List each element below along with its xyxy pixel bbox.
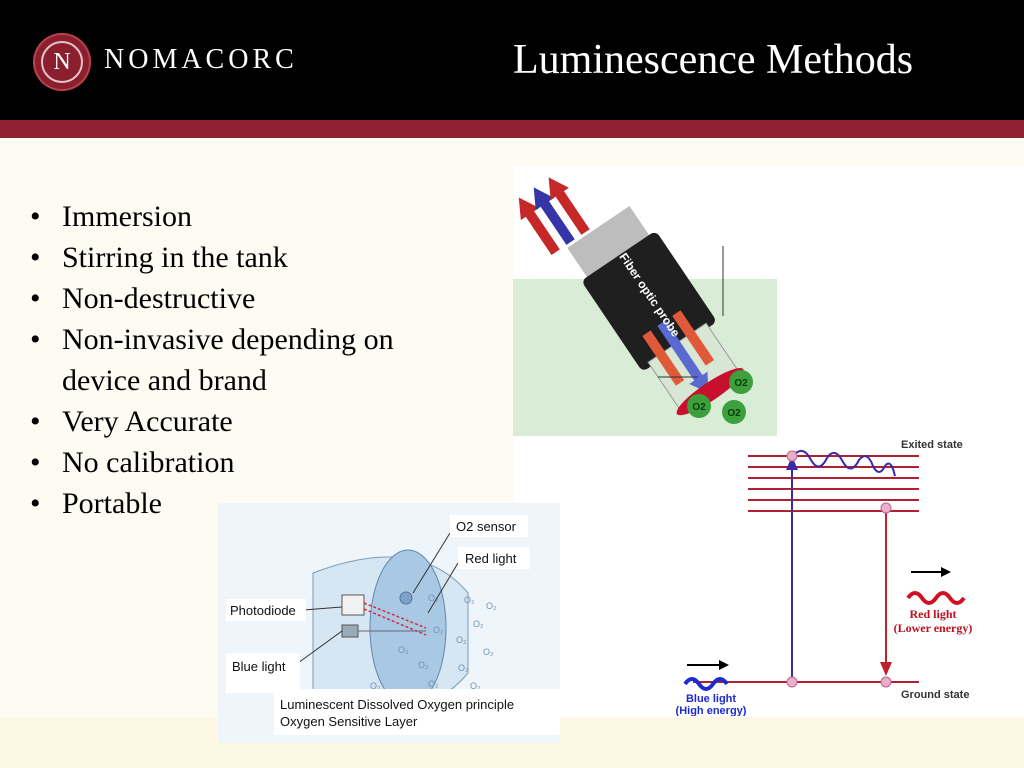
svg-text:O₂: O₂	[483, 647, 494, 657]
bullet-item: Portable	[30, 483, 470, 524]
logo-wordmark: NOMACORC	[104, 44, 298, 75]
nomacorc-logo-icon: N	[33, 33, 91, 91]
bullet-item: Stirring in the tank	[30, 237, 470, 278]
bullet-list: Immersion Stirring in the tank Non-destr…	[30, 196, 470, 524]
o2-label-1: O2	[734, 378, 748, 389]
svg-text:O₂: O₂	[370, 681, 381, 691]
slide-title: Luminescence Methods	[513, 37, 914, 83]
o2-label-2: O2	[692, 402, 706, 413]
svg-text:O₂: O₂	[458, 663, 469, 673]
excited-state-label: Exited state	[901, 439, 963, 451]
fiber-probe-svg: Fiber optic probe O2 O2 O2	[513, 166, 777, 436]
fiber-probe-figure: Fiber optic probe O2 O2 O2	[513, 166, 777, 436]
bullet-item: Very Accurate	[30, 401, 470, 442]
bullet-item: No calibration	[30, 442, 470, 483]
blue-light-sub-label: (High energy)	[676, 705, 747, 716]
o2-sensor-label: O2 sensor	[456, 519, 517, 534]
bullet-item: Immersion	[30, 196, 470, 237]
sensor-caption-line1: Luminescent Dissolved Oxygen principle	[280, 697, 514, 712]
sensor-red-light-label: Red light	[465, 551, 517, 566]
svg-text:O₂: O₂	[428, 593, 439, 603]
photodiode-label: Photodiode	[230, 603, 296, 618]
svg-text:O₂: O₂	[473, 619, 484, 629]
svg-text:O₂: O₂	[464, 595, 475, 605]
red-light-sub-label: (Lower energy)	[894, 621, 973, 635]
red-light-label: Red light	[909, 607, 956, 621]
accent-bar	[0, 120, 1024, 138]
svg-text:O₂: O₂	[433, 625, 444, 635]
ground-state-label: Ground state	[901, 689, 969, 701]
svg-text:O₂: O₂	[456, 635, 467, 645]
blue-light-label: Blue light	[686, 693, 736, 705]
o2-label-3: O2	[727, 408, 741, 419]
sensor-blue-light-label: Blue light	[232, 659, 286, 674]
svg-text:O₂: O₂	[418, 660, 429, 670]
bullet-item: Non-destructive	[30, 278, 470, 319]
svg-text:O₂: O₂	[470, 681, 481, 691]
logo-letter: N	[41, 41, 83, 83]
sensor-caption-line2: Oxygen Sensitive Layer	[280, 714, 418, 729]
svg-text:O₂: O₂	[486, 601, 497, 611]
svg-text:O₂: O₂	[428, 679, 439, 689]
svg-text:O₂: O₂	[398, 645, 409, 655]
bullet-item: Non-invasive depending on device and bra…	[30, 319, 470, 401]
header-bar	[0, 0, 1024, 120]
